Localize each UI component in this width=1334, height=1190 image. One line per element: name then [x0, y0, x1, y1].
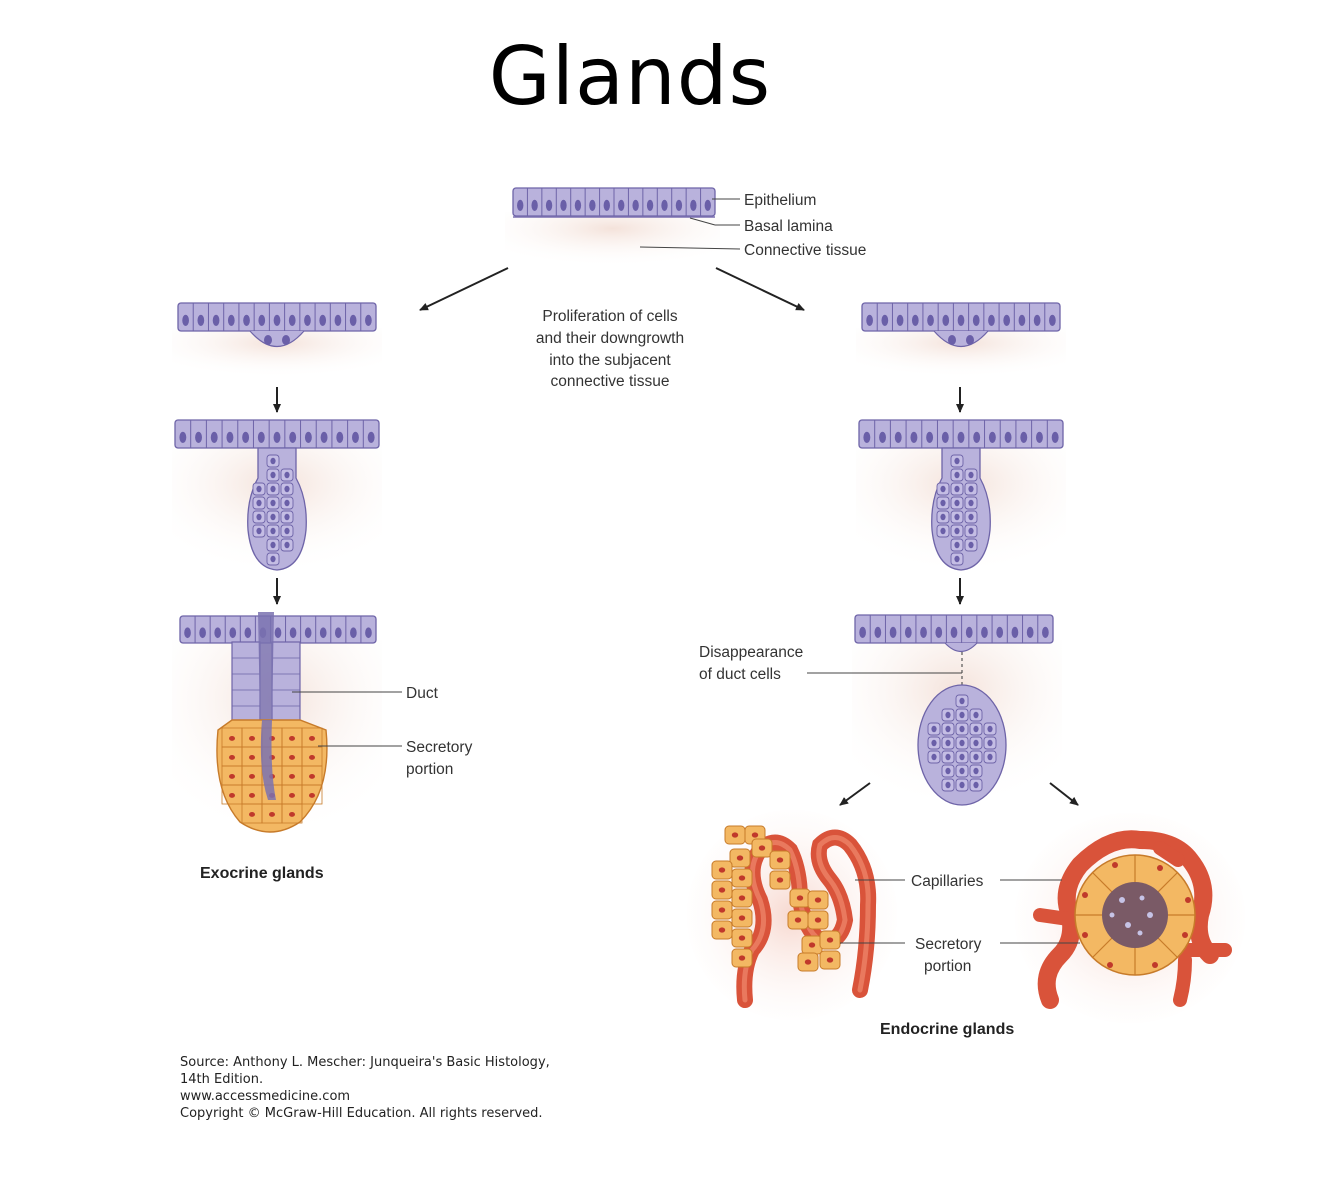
arrow-to-endocrine: [715, 267, 805, 311]
proliferation-caption: Proliferation of cells and their downgro…: [536, 308, 684, 390]
endocrine-label-leaders: [840, 879, 1080, 944]
top-label-leaders: [639, 198, 741, 250]
duct-cells: [232, 657, 300, 707]
exocrine-glands-label: Exocrine glands: [200, 865, 324, 882]
endocrine-glands-label: Endocrine glands: [880, 1021, 1014, 1038]
epithelium-cell-row: [174, 419, 380, 449]
secretory-cells: [221, 727, 323, 824]
svg-text:14th Edition.: 14th Edition.: [180, 1072, 263, 1087]
arrow-to-exocrine: [419, 267, 509, 311]
epithelium-label: Epithelium: [744, 192, 816, 209]
endocrine-stage-1: [856, 302, 1066, 378]
svg-text:Source: Anthony L. Mescher: Ju: Source: Anthony L. Mescher: Junqueira's …: [180, 1055, 550, 1070]
secretory-portion-right-label-2: portion: [924, 958, 971, 975]
cord-secretory-cells: [711, 825, 841, 972]
exocrine-stage-1: [172, 302, 382, 378]
epithelium-cell-row: [858, 419, 1064, 449]
top-epithelium-stage: [505, 187, 720, 267]
secretory-portion-left-label-1: Secretory: [406, 739, 473, 756]
svg-text:Proliferation of cells: Proliferation of cells: [542, 308, 678, 325]
svg-text:into the subjacent: into the subjacent: [549, 352, 671, 369]
follicle-cell-walls: [1075, 855, 1195, 975]
endocrine-cord-gland: [687, 810, 897, 1020]
cell-cluster: [927, 694, 997, 792]
duct-label: Duct: [406, 685, 439, 702]
arrow-to-follicle-gland: [1049, 782, 1079, 806]
capillaries-label: Capillaries: [911, 873, 984, 890]
exocrine-label-leaders: [292, 691, 402, 747]
exocrine-stage-3: [172, 612, 382, 840]
svg-text:www.accessmedicine.com: www.accessmedicine.com: [180, 1089, 350, 1104]
svg-text:and their downgrowth: and their downgrowth: [536, 330, 684, 347]
basal-lamina-label: Basal lamina: [744, 218, 833, 235]
epithelium-cell-row: [854, 614, 1054, 644]
page-title: Glands: [488, 30, 772, 123]
follicle-granules: [1109, 895, 1153, 936]
svg-text:Copyright © McGraw-Hill Educat: Copyright © McGraw-Hill Education. All r…: [180, 1106, 543, 1121]
epithelium-cell-row: [512, 187, 716, 217]
arrow-to-cord-gland: [839, 782, 871, 806]
disappearance-label-1: Disappearance: [699, 644, 803, 661]
cell-cluster: [936, 454, 978, 566]
epithelium-cell-row: [179, 615, 377, 644]
endocrine-stage-2: [856, 419, 1066, 575]
svg-text:connective tissue: connective tissue: [551, 373, 670, 390]
exocrine-stage-2: [172, 419, 382, 575]
connective-tissue-label: Connective tissue: [744, 242, 866, 259]
epithelium-cell-row: [177, 302, 377, 332]
epithelium-cell-row: [861, 302, 1061, 332]
disappearance-label-2: of duct cells: [699, 666, 781, 683]
endocrine-stage-3: [852, 614, 1062, 810]
cell-cluster: [252, 454, 294, 566]
follicle-nuclei: [1082, 862, 1191, 968]
secretory-portion-right-label-1: Secretory: [915, 936, 982, 953]
source-citation: Source: Anthony L. Mescher: Junqueira's …: [180, 1055, 550, 1121]
secretory-portion-left-label-2: portion: [406, 761, 453, 778]
endocrine-follicle-gland: [1015, 813, 1245, 1023]
